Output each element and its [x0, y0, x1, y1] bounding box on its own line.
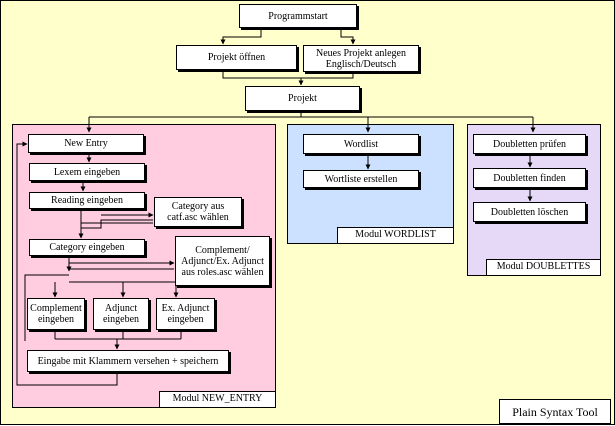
box-adjunct-eingeben: Adjunct eingeben: [93, 298, 149, 330]
box-doubletten-loeschen: Doubletten löschen: [473, 202, 586, 222]
box-projekt: Projekt: [245, 86, 360, 111]
box-reading-eingeben: Reading eingeben: [29, 192, 145, 209]
label-modul-doublettes: Modul DOUBLETTES: [486, 259, 601, 276]
label-modul-wordlist: Modul WORDLIST: [337, 227, 454, 244]
box-doubletten-finden: Doubletten finden: [473, 168, 586, 188]
arrow-start-to-open: [220, 29, 262, 45]
box-complement-choose: Complement/ Adjunct/Ex. Adjunct aus role…: [175, 236, 270, 286]
box-complement-eingeben: Complement eingeben: [27, 298, 85, 330]
box-programmstart: Programmstart: [239, 4, 357, 28]
line-open-to-project: [222, 71, 304, 86]
arrow-loop-back-to-entry: [16, 141, 118, 386]
box-category-eingeben: Category eingeben: [29, 239, 145, 256]
line-new-project-to-project: [301, 71, 354, 79]
box-projekt-oeffnen: Projekt öffnen: [176, 45, 297, 70]
arrow-start-to-new-project: [340, 29, 356, 45]
box-lexem-eingeben: Lexem eingeben: [29, 163, 145, 181]
box-new-entry: New Entry: [28, 134, 144, 153]
tool-name-label: Plain Syntax Tool: [499, 399, 611, 424]
box-save: Eingabe mit Klammern versehen + speicher…: [27, 350, 229, 372]
box-category-choose: Category aus catf.asc wählen: [154, 197, 242, 227]
label-modul-new-entry: Modul NEW_ENTRY: [159, 391, 276, 408]
arrow-category-choose-return: [81, 219, 153, 229]
box-wordlist: Wordlist: [303, 134, 419, 154]
box-wortliste-erstellen: Wortliste erstellen: [303, 170, 419, 188]
line-left-loop: [24, 274, 69, 341]
box-neues-projekt: Neues Projekt anlegen Englisch/Deutsch: [303, 45, 419, 72]
box-doubletten-pruefen: Doubletten prüfen: [473, 134, 586, 154]
box-ex-adjunct-eingeben: Ex. Adjunct eingeben: [156, 298, 215, 330]
